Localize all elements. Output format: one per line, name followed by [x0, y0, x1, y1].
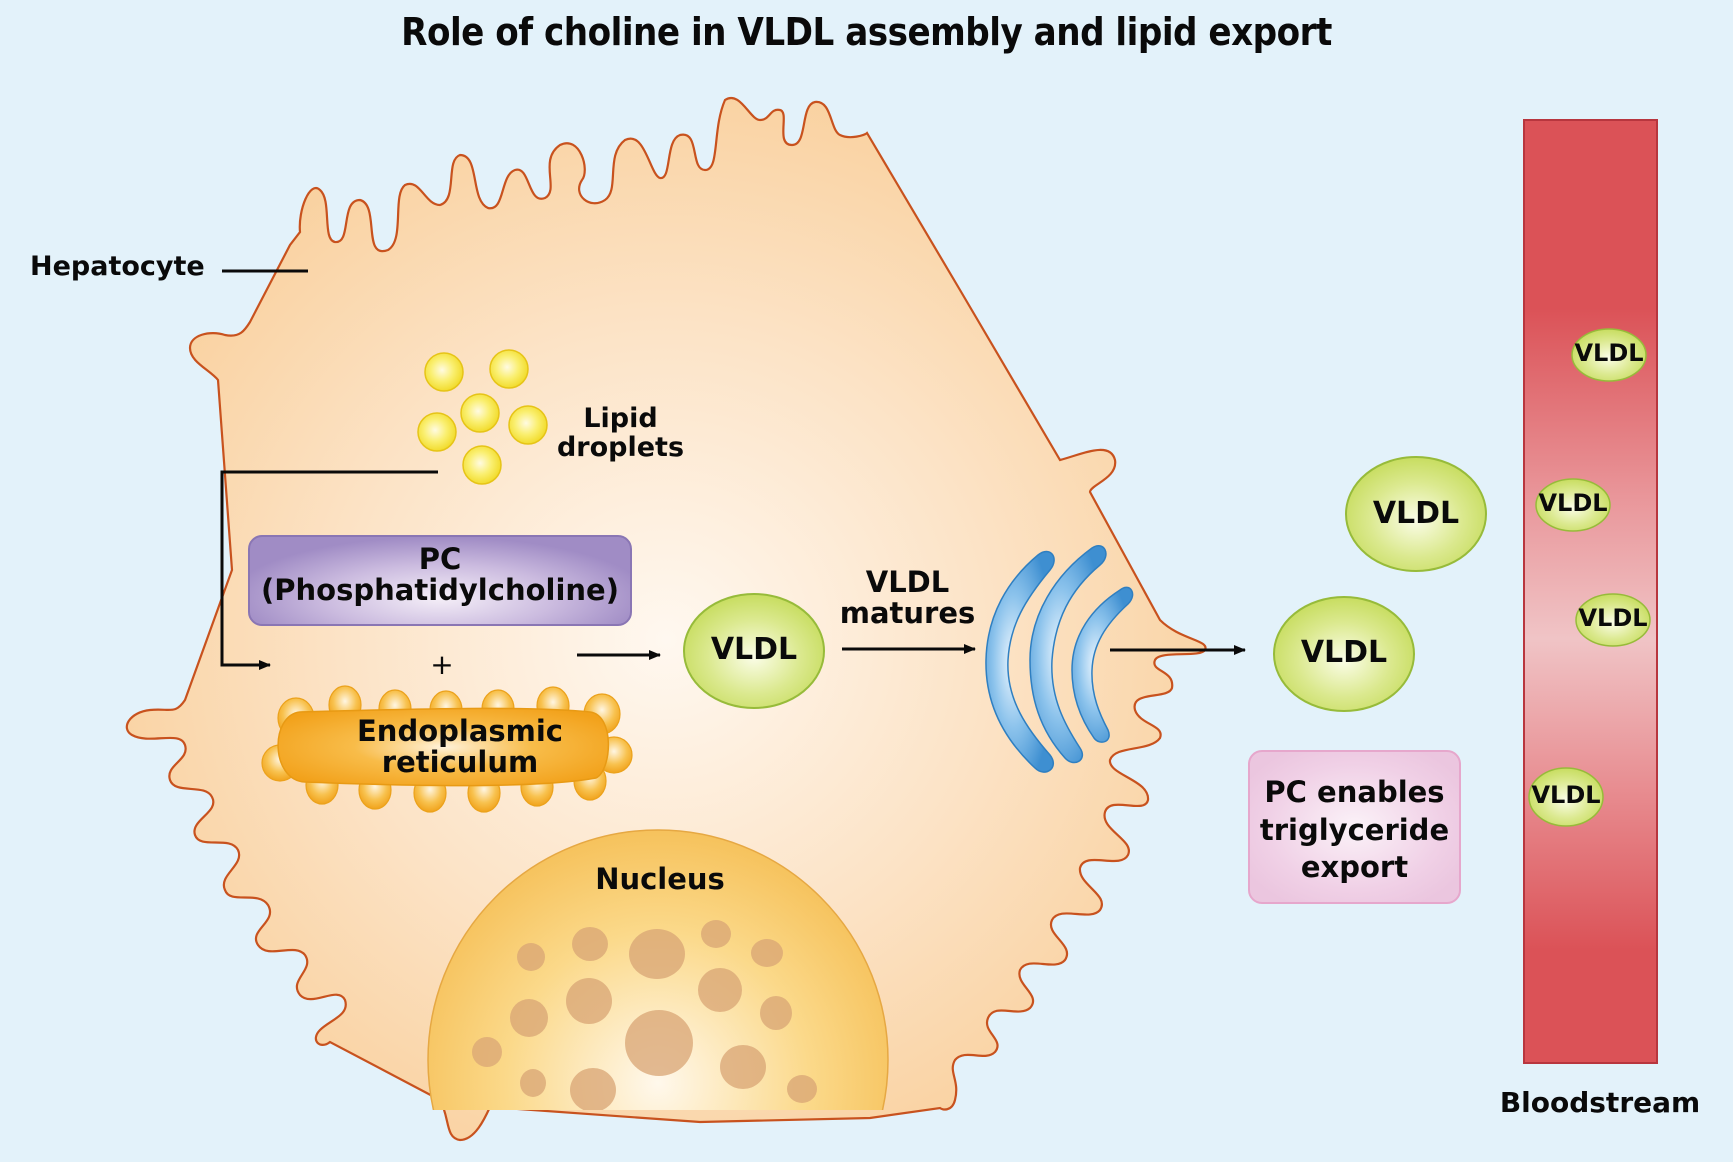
pc-box — [248, 535, 632, 626]
endoplasmic-reticulum — [261, 685, 633, 813]
lipid-droplet — [460, 393, 500, 433]
vldl-particle-exported-1 — [1345, 456, 1487, 572]
pc-enables-box — [1248, 750, 1461, 904]
lipid-droplet — [417, 412, 457, 452]
bloodstream-vldl-particle — [1535, 478, 1611, 532]
bloodstream-vldl-label: VLDL — [1538, 489, 1608, 517]
lipid-droplet — [462, 445, 502, 485]
diagram-title: Role of choline in VLDL assembly and lip… — [401, 10, 1332, 54]
vldl-particle-exported-2 — [1273, 596, 1415, 712]
lipid-droplet — [489, 349, 529, 389]
bloodstream-vldl-particle — [1528, 767, 1604, 827]
chromatin-spots — [472, 920, 817, 1110]
bloodstream-label: Bloodstream — [1499, 1086, 1701, 1119]
nucleus — [427, 829, 889, 1110]
lipid-droplets-label-word: droplets — [556, 431, 685, 463]
lipid-to-er-arrow — [220, 470, 438, 670]
bloodstream-vldl-label: VLDL — [1574, 339, 1644, 367]
lipid-droplets — [417, 349, 548, 485]
vldl-exported-2-label: VLDL — [1300, 635, 1388, 670]
bloodstream-vldl-label: VLDL — [1531, 781, 1601, 809]
pc-label-line2: (Phosphatidylcholine) — [261, 572, 619, 607]
vldl-particle-main — [683, 593, 825, 709]
vldl-matures-label: VLDL matures — [820, 567, 995, 628]
blood-vessel — [1523, 119, 1658, 1064]
bloodstream-vldl-label: VLDL — [1578, 604, 1648, 632]
pc-enables-label: PC enables triglyceride export — [1248, 774, 1461, 887]
vldl-main-label: VLDL — [710, 632, 798, 667]
vldl-exported-1-label: VLDL — [1372, 496, 1460, 531]
er-label-line1: Endoplasmic — [356, 714, 564, 748]
lipid-droplet — [424, 352, 464, 392]
pc-label: PC (Phosphatidylcholine) — [248, 544, 632, 605]
pc-enables-line3: export — [1300, 850, 1409, 885]
bloodstream-vldl-particle — [1571, 328, 1647, 382]
pc-label-line1: PC — [418, 542, 462, 576]
bloodstream-vldl-particle — [1575, 593, 1651, 647]
golgi-apparatus — [985, 545, 1134, 773]
pc-enables-line2: triglyceride — [1259, 812, 1450, 847]
er-body — [277, 707, 610, 787]
lipid-droplet — [508, 405, 548, 445]
nucleus-label: Nucleus — [595, 862, 725, 896]
er-label-line2: reticulum — [381, 744, 539, 779]
lipid-droplets-label-word: Lipid — [583, 403, 658, 434]
bloodstream-vldl-particles — [1528, 328, 1651, 827]
plus-sign: + — [430, 648, 454, 681]
vldl-matures-line1: VLDL — [865, 565, 950, 599]
hepatocyte-label: Hepatocyte — [30, 251, 205, 282]
er-label: Endoplasmic reticulum — [300, 716, 620, 777]
hepatocyte-cell — [125, 96, 1207, 1142]
pc-enables-line1: PC enables — [1264, 775, 1445, 809]
vldl-matures-line2: matures — [839, 595, 976, 630]
